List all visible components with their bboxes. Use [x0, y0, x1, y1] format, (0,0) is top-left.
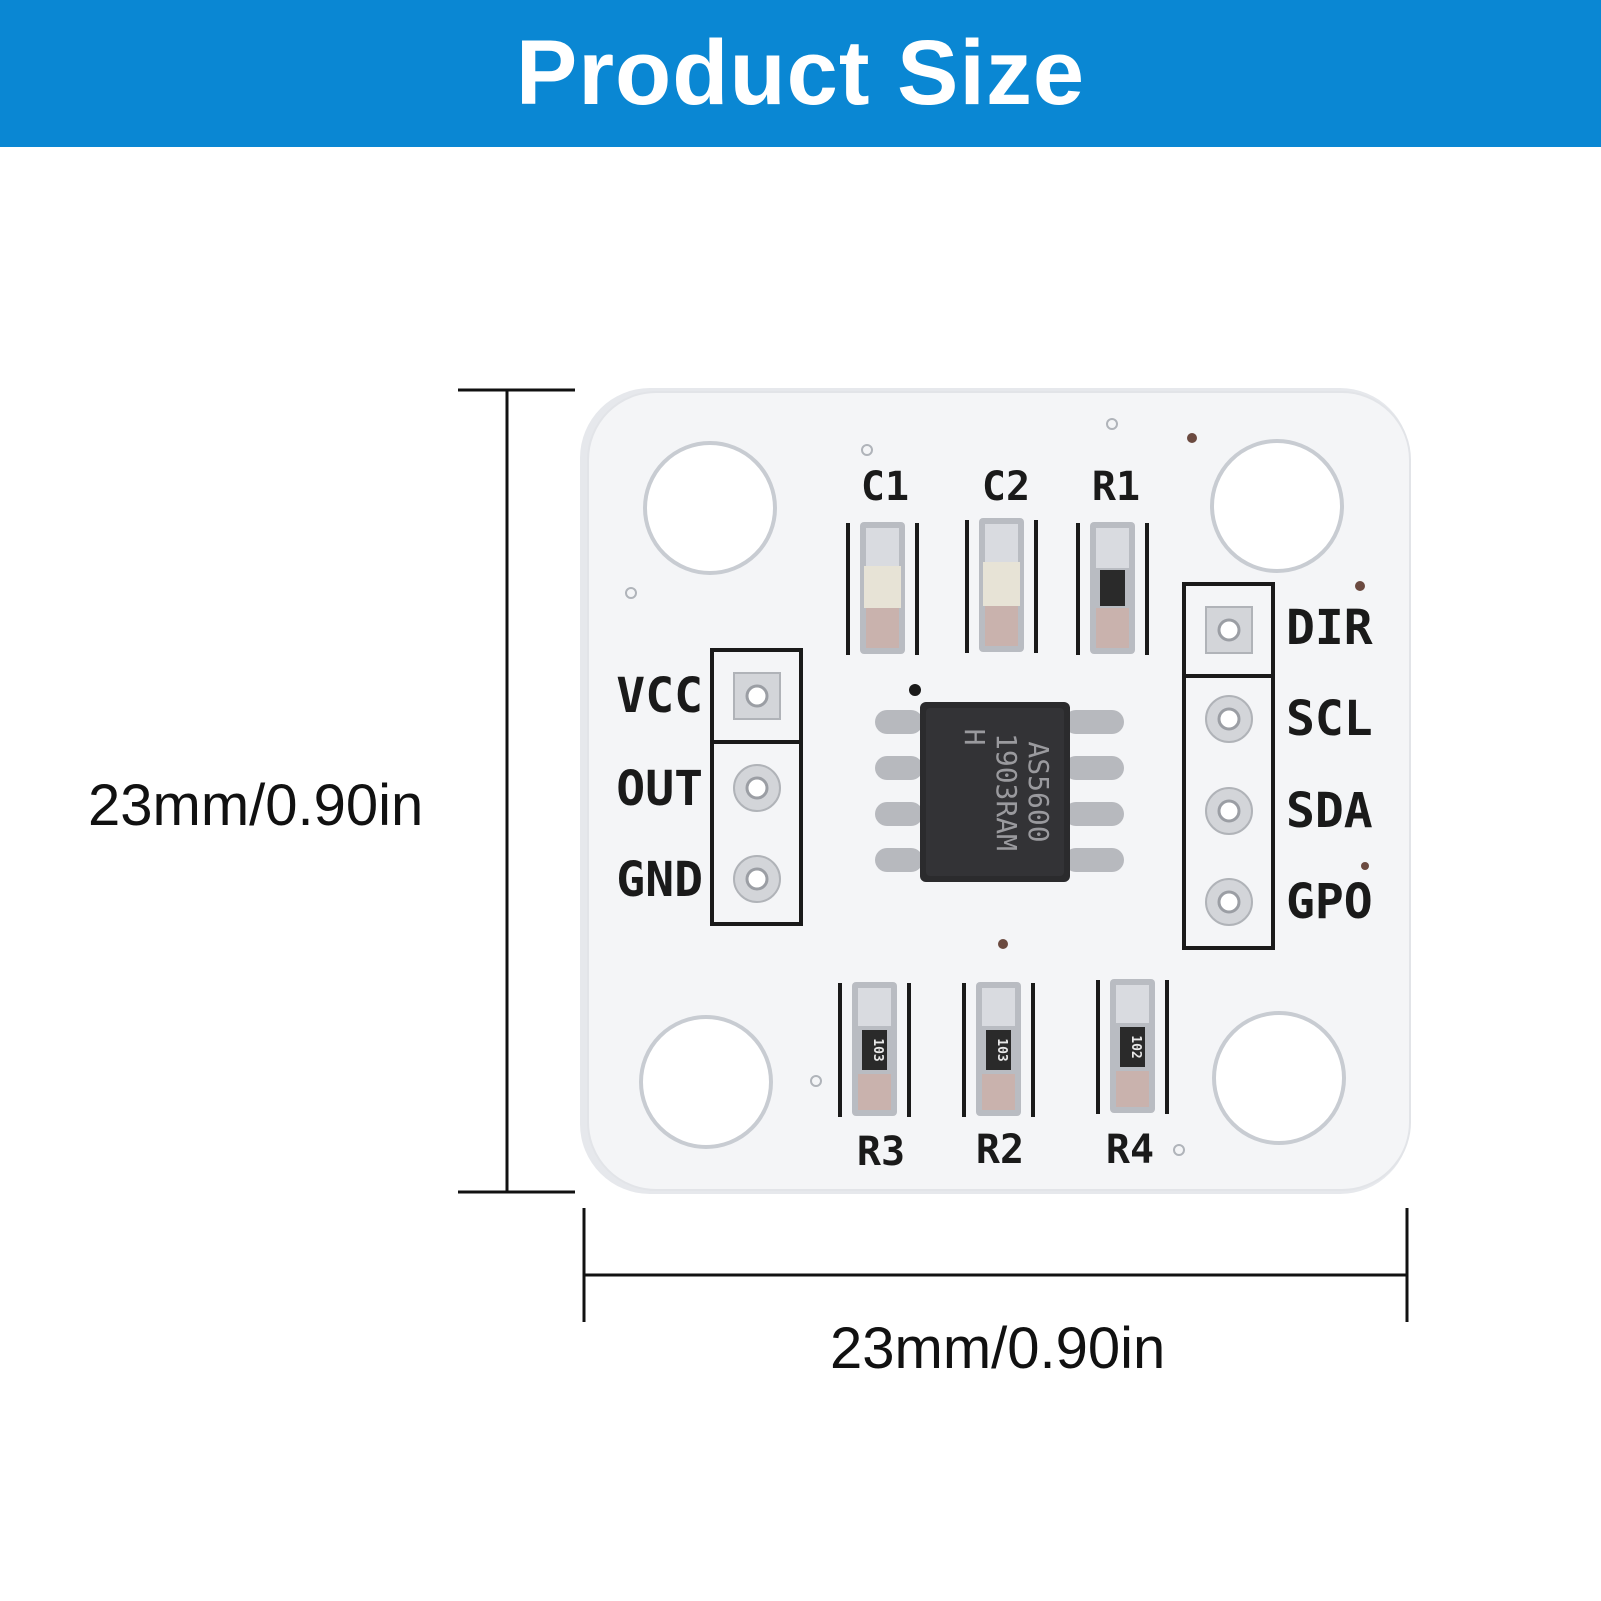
ic-chip	[875, 684, 1124, 882]
header-banner: Product Size	[0, 0, 1601, 147]
page-title: Product Size	[515, 22, 1086, 124]
pcb-board: 103 103 102 C1 C2 R1 R3 R2 R4 AS5600 190…	[580, 388, 1411, 1194]
height-dimension-line	[458, 388, 575, 1194]
component-c1	[846, 522, 919, 655]
left-pin-header	[710, 648, 803, 926]
chip-marking: AS5600 1903RAM H	[958, 729, 1055, 851]
chip-marking-line-1: AS5600	[1022, 741, 1055, 842]
mounting-hole-bottom-right	[1212, 1011, 1346, 1145]
label-r1: R1	[1092, 464, 1140, 510]
pin-label-dir: DIR	[1286, 600, 1373, 656]
resistor-code-r2: 103	[994, 1038, 1009, 1061]
pin-label-vcc: VCC	[616, 668, 703, 724]
pin-label-gnd: GND	[616, 852, 703, 908]
component-c2	[965, 518, 1038, 653]
component-r3	[838, 982, 911, 1117]
mounting-hole-top-right	[1210, 439, 1344, 573]
resistor-code-r4: 102	[1128, 1035, 1143, 1058]
right-pin-header	[1182, 582, 1275, 950]
label-c2: C2	[982, 464, 1030, 510]
resistor-code-r3: 103	[870, 1038, 885, 1061]
pin-label-out: OUT	[616, 761, 703, 817]
mounting-hole-bottom-left	[639, 1015, 773, 1149]
label-r2: R2	[976, 1127, 1024, 1173]
chip-marking-line-3: H	[958, 729, 991, 746]
component-r2	[962, 982, 1035, 1117]
chip-marking-line-2: 1903RAM	[990, 733, 1023, 851]
height-dimension-label: 23mm/0.90in	[88, 773, 424, 838]
label-r3: R3	[857, 1129, 905, 1175]
pin-label-scl: SCL	[1286, 691, 1373, 747]
label-c1: C1	[861, 464, 909, 510]
width-dimension-line	[582, 1208, 1409, 1322]
width-dimension-label: 23mm/0.90in	[830, 1316, 1166, 1381]
label-r4: R4	[1106, 1127, 1154, 1173]
component-r4	[1096, 979, 1169, 1114]
component-r1	[1076, 522, 1149, 655]
pin-label-sda: SDA	[1286, 783, 1373, 839]
pin-label-gpo: GPO	[1286, 874, 1373, 930]
mounting-hole-top-left	[643, 441, 777, 575]
